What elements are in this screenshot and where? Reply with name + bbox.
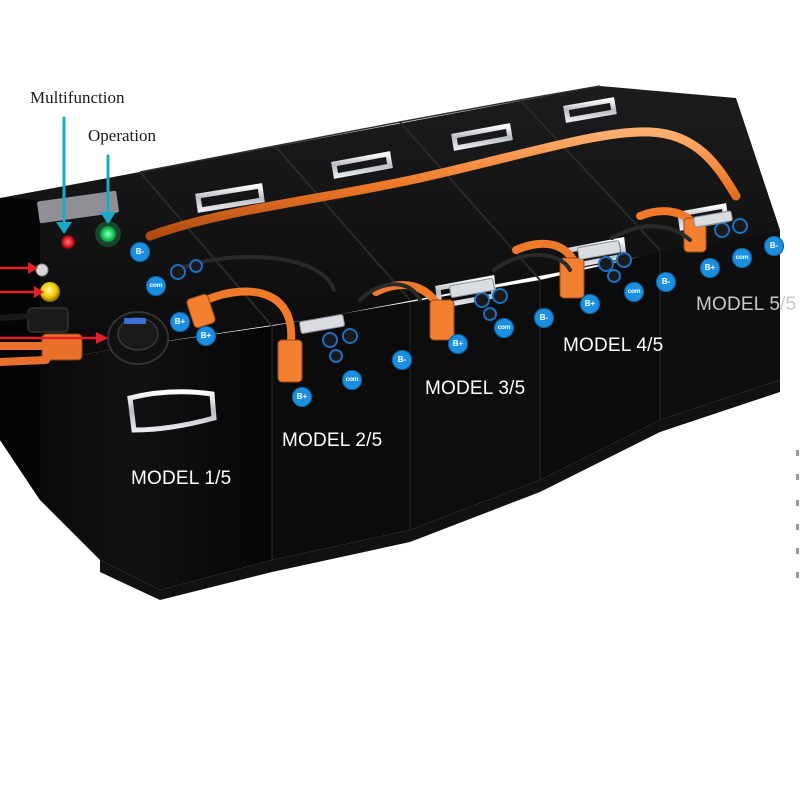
module-5-front	[660, 230, 780, 420]
module-label-3: MODEL 3/5	[425, 378, 526, 399]
arrow-head-multifunction	[56, 222, 72, 234]
terminal-badge-negative: B-	[764, 236, 784, 256]
terminal-badge-positive: B+	[196, 326, 216, 346]
module-label-2: MODEL 2/5	[282, 430, 383, 451]
module-label-5: MODEL 5/5	[696, 294, 797, 315]
module-3-front	[410, 280, 540, 530]
main-orange-cable	[145, 127, 741, 241]
terminal-badge-positive: B+	[580, 294, 600, 314]
busbars	[299, 210, 733, 334]
terminal-badge-com: com	[342, 370, 362, 390]
module-label-4: MODEL 4/5	[563, 335, 664, 356]
callout-arrows	[62, 116, 110, 224]
connectors	[170, 218, 748, 363]
indicator-light	[35, 263, 49, 277]
module-2-front	[272, 302, 410, 560]
power-connector	[27, 307, 69, 333]
arrow-head-operation	[100, 212, 116, 224]
callout-multifunction: Multifunction	[30, 88, 125, 107]
callout-operation: Operation	[88, 126, 156, 145]
terminal-badge-com: com	[494, 318, 514, 338]
terminal-badge-negative: B-	[656, 272, 676, 292]
rotary-display	[107, 311, 169, 365]
module-1-front	[0, 326, 272, 590]
terminal-badge-com: com	[624, 282, 644, 302]
label-plate	[37, 190, 119, 224]
terminal-badge-negative: B-	[392, 350, 412, 370]
module-label-1: MODEL 1/5	[131, 468, 232, 489]
external-wires	[0, 313, 50, 366]
red-arrows	[0, 266, 98, 340]
module-4-front	[540, 252, 660, 480]
terminal-badge-negative: B-	[534, 308, 554, 328]
orange-plugs	[186, 217, 707, 383]
terminal-badge-positive: B+	[292, 387, 312, 407]
yellow-button	[40, 282, 60, 302]
terminal-badge-negative: B-	[130, 242, 150, 262]
terminal-badge-com: com	[732, 248, 752, 268]
terminal-badge-positive: B+	[448, 334, 468, 354]
terminal-badge-positive: B+	[700, 258, 720, 278]
terminal-badge-com: com	[146, 276, 166, 296]
terminal-badge-positive: B+	[170, 312, 190, 332]
multifunction-led	[61, 235, 75, 249]
operation-led	[100, 226, 116, 242]
